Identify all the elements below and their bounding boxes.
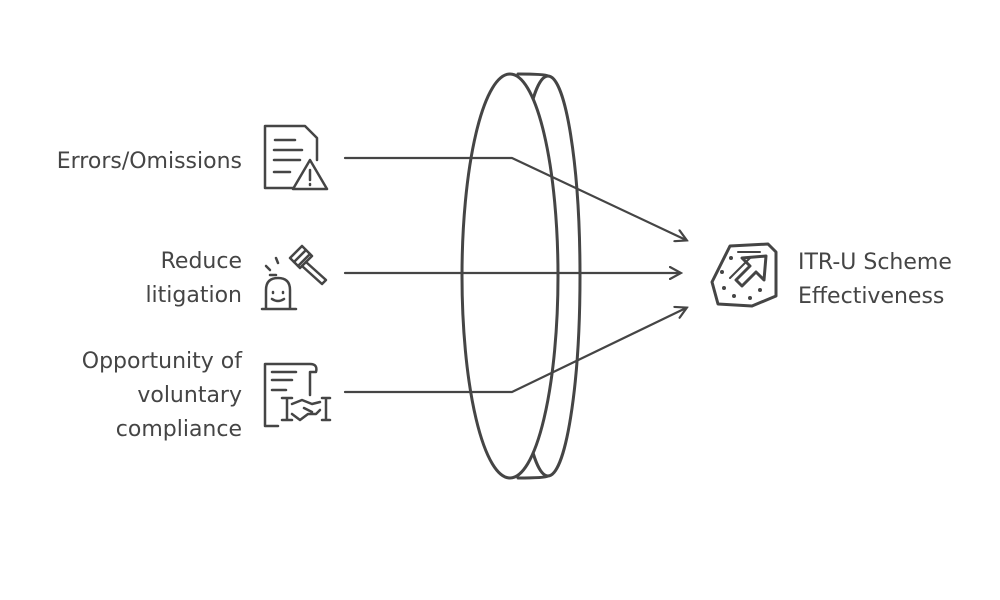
label-line: ITR-U Scheme xyxy=(798,250,952,275)
arrow-errors xyxy=(343,156,686,240)
label-line: Reduce xyxy=(160,249,242,274)
input-label-compliance: Opportunity of voluntary compliance xyxy=(82,345,242,447)
label-line: voluntary xyxy=(137,383,242,408)
gavel-icon xyxy=(260,244,328,311)
lens-front xyxy=(460,72,560,480)
arrow-compliance xyxy=(343,308,686,394)
label-line: compliance xyxy=(115,417,242,442)
document-warning-icon xyxy=(263,124,329,191)
label-line: litigation xyxy=(145,283,242,308)
label-line: Opportunity of xyxy=(81,349,242,374)
growth-arrow-icon xyxy=(710,242,778,308)
input-label-errors: Errors/Omissions xyxy=(57,145,242,179)
agreement-handshake-icon xyxy=(263,362,332,428)
label-line: Effectiveness xyxy=(798,284,945,309)
input-label-litigation: Reduce litigation xyxy=(145,245,242,313)
output-label: ITR-U Scheme Effectiveness xyxy=(798,246,952,314)
label-line: Errors/Omissions xyxy=(56,149,242,174)
